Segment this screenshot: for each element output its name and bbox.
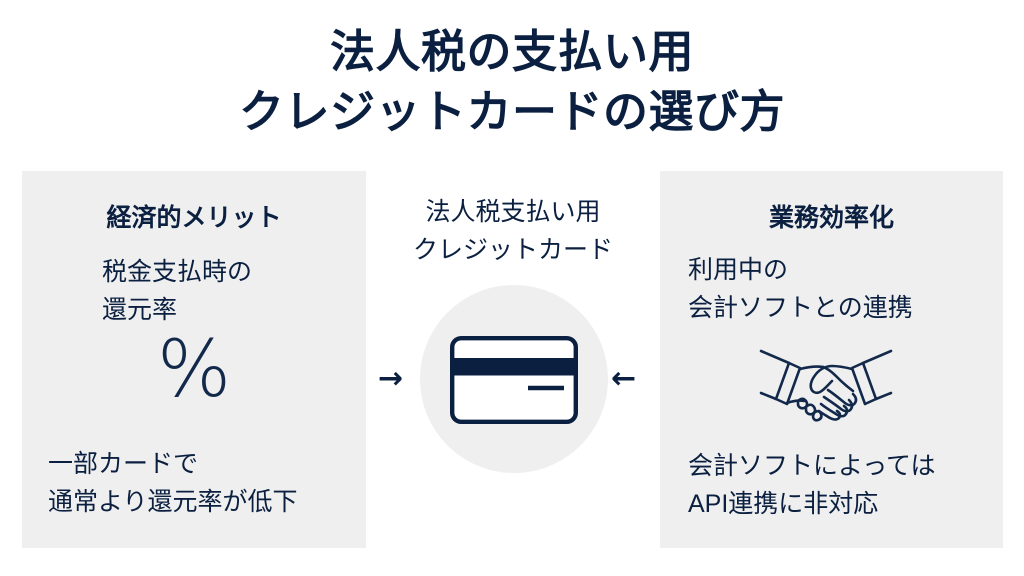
arrow-right-icon: → xyxy=(378,361,404,396)
economic-benefit-line-1: 税金支払時の xyxy=(102,258,253,286)
panel-credit-card-heading-line-2: クレジットカード xyxy=(412,236,613,264)
panel-operational-efficiency-heading: 業務効率化 xyxy=(768,204,894,232)
operational-efficiency-line-1: 利用中の xyxy=(688,256,789,284)
panel-credit-card-heading-line-1: 法人税支払い用 xyxy=(425,198,601,226)
page-title-line-2: クレジットカードの選び方 xyxy=(238,86,785,138)
economic-benefit-description: 税金支払時の 還元率 xyxy=(102,253,252,329)
operational-efficiency-caution-line-1: 会計ソフトによっては xyxy=(688,452,936,480)
economic-benefit-line-2: 還元率 xyxy=(102,296,178,324)
arrow-left-icon: ← xyxy=(611,361,637,396)
panel-operational-efficiency: 業務効率化 利用中の 会計ソフトとの連携 xyxy=(660,171,1003,548)
economic-benefit-caution-line-1: 一部カードで xyxy=(48,450,199,478)
percent-icon: % xyxy=(156,325,232,415)
economic-benefit-caution-line-2: 通常より還元率が低下 xyxy=(48,488,298,516)
economic-benefit-caution: 一部カードで 通常より還元率が低下 xyxy=(48,445,298,521)
handshake-icon xyxy=(756,343,896,429)
operational-efficiency-caution-line-2: API連携に非対応 xyxy=(688,490,879,518)
page-title-line-1: 法人税の支払い用 xyxy=(329,26,694,77)
panel-credit-card: 法人税支払い用 クレジットカード → ← xyxy=(366,171,660,548)
panel-economic-benefit: 経済的メリット 税金支払時の 還元率 % 一部カードで 通常より還元率が低下 xyxy=(22,171,366,548)
panel-credit-card-heading: 法人税支払い用 クレジットカード xyxy=(366,193,660,269)
panel-economic-benefit-heading: 経済的メリット xyxy=(106,204,282,232)
operational-efficiency-caution: 会計ソフトによっては API連携に非対応 xyxy=(688,447,936,523)
credit-card-icon xyxy=(450,336,578,424)
operational-efficiency-line-2: 会計ソフトとの連携 xyxy=(688,294,913,322)
operational-efficiency-description: 利用中の 会計ソフトとの連携 xyxy=(688,251,913,327)
page-title: 法人税の支払い用 クレジットカードの選び方 xyxy=(0,22,1024,143)
